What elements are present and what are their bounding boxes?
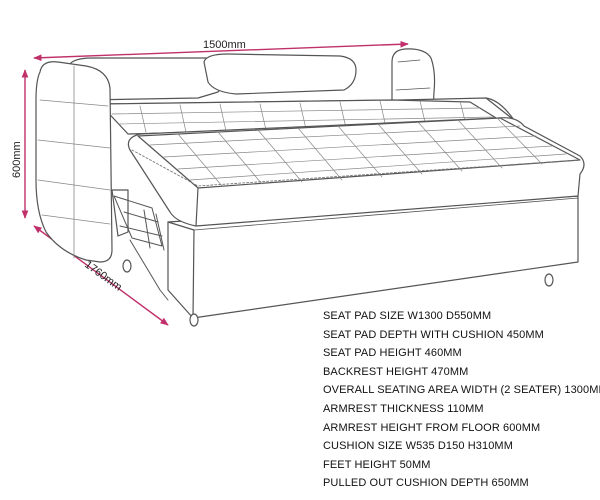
- spec-item: BACKREST HEIGHT 470MM: [323, 365, 469, 378]
- spec-item: ARMREST THICKNESS 110MM: [323, 402, 484, 415]
- left-front-foot: [122, 259, 132, 273]
- front-foot-left: [189, 313, 199, 327]
- spec-item: ARMREST HEIGHT FROM FLOOR 600MM: [323, 421, 541, 434]
- depth-dimension-label: 1760mm: [82, 259, 124, 294]
- back-pillow-right: [203, 53, 357, 95]
- width-dimension-line: [33, 40, 409, 62]
- sofa-drawing: [35, 48, 585, 327]
- front-foot-right: [544, 273, 554, 287]
- spec-item: SEAT PAD DEPTH WITH CUSHION 450MM: [323, 328, 544, 341]
- spec-item: FEET HEIGHT 50MM: [323, 458, 431, 471]
- pullout-mechanism: [113, 195, 169, 301]
- width-dimension-label: 1500mm: [203, 39, 246, 51]
- spec-item: SEAT PAD HEIGHT 460MM: [323, 347, 462, 360]
- height-dimension-label: 600mm: [11, 141, 23, 178]
- specification-list: SEAT PAD SIZE W1300 D550MM SEAT PAD DEPT…: [323, 307, 600, 493]
- mattress-tufting: [149, 118, 567, 187]
- spec-item: OVERALL SEATING AREA WIDTH (2 SEATER) 13…: [323, 384, 600, 397]
- spec-item: PULLED OUT CUSHION DEPTH 650MM: [323, 477, 529, 490]
- seat-tufting: [111, 100, 495, 133]
- spec-item: SEAT PAD SIZE W1300 D550MM: [323, 310, 492, 322]
- spec-item: CUSHION SIZE W535 D150 H310MM: [323, 440, 513, 453]
- mattress-stitch: [131, 149, 581, 187]
